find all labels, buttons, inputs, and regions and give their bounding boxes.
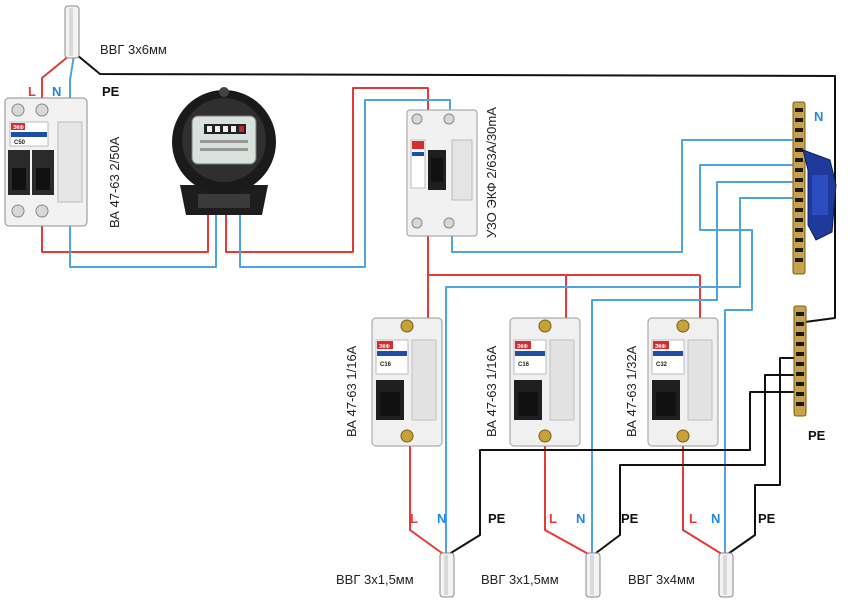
main-breaker-label: ВА 47-63 2/50А	[107, 136, 122, 228]
b1-rating-mark: C16	[380, 362, 392, 368]
c3-pe-label: PE	[758, 511, 776, 526]
wire-n-c3	[699, 164, 797, 555]
input-n-label: N	[52, 84, 61, 99]
c2-pe-label: PE	[621, 511, 639, 526]
output-cable-2	[585, 552, 601, 598]
b2-rating-mark: C16	[518, 362, 530, 368]
wire-pe-c1	[445, 391, 797, 557]
b3-rating-mark: C32	[656, 362, 668, 368]
wire-pe-c2	[591, 374, 797, 557]
cable-1-label: ВВГ 3х1,5мм	[336, 572, 414, 587]
main-rating-mark: C50	[14, 140, 26, 146]
main-brand-mark: ЭКФ	[13, 125, 25, 131]
cable-2-label: ВВГ 3х1,5мм	[481, 572, 559, 587]
cable-3-label: ВВГ 3х4мм	[628, 572, 695, 587]
n-bus-label: N	[814, 109, 823, 124]
wire-pe-main	[76, 54, 836, 323]
n-busbar	[792, 101, 837, 275]
c2-l-label: L	[549, 511, 557, 526]
breaker-3-device: ЭКФ C32	[647, 317, 719, 447]
wire-l-meter-rcd	[225, 87, 429, 253]
pe-busbar	[793, 305, 807, 417]
c1-l-label: L	[410, 511, 418, 526]
c1-n-label: N	[437, 511, 446, 526]
wire-n-rcd-bus	[451, 139, 797, 253]
wire-n-c2	[591, 181, 797, 555]
wire-l-b2-out	[544, 440, 593, 557]
rcd-label: УЗО ЭКФ 2/63А/30mA	[484, 107, 499, 238]
electricity-meter	[172, 87, 276, 215]
wire-l-b3-out	[682, 440, 726, 557]
pe-bus-label: PE	[808, 428, 826, 443]
breaker-1-label: ВА 47-63 1/16А	[344, 345, 359, 437]
c1-pe-label: PE	[488, 511, 506, 526]
wire-l-b1-out	[409, 440, 447, 557]
output-cable-1	[439, 552, 455, 598]
rcd-device	[406, 109, 478, 237]
input-cable-label: ВВГ 3х6мм	[100, 42, 167, 57]
input-l-label: L	[28, 84, 36, 99]
wire-l-breaker-meter	[41, 212, 209, 253]
c3-l-label: L	[689, 511, 697, 526]
main-breaker: ЭКФ C50	[4, 97, 88, 227]
wire-n-breaker-meter	[69, 212, 217, 268]
wire-n-meter-rcd	[239, 99, 451, 268]
breaker-2-label: ВА 47-63 1/16А	[484, 345, 499, 437]
input-cable	[64, 5, 80, 59]
wire-n-c1	[445, 197, 797, 555]
wire-l-rcd-out	[427, 235, 700, 276]
b3-brand-mark: ЭКФ	[655, 344, 667, 350]
b1-brand-mark: ЭКФ	[379, 344, 391, 350]
b2-brand-mark: ЭКФ	[517, 344, 529, 350]
input-pe-label: PE	[102, 84, 120, 99]
wire-pe-c3	[724, 357, 797, 557]
output-cable-3	[718, 552, 734, 598]
breaker-3-label: ВА 47-63 1/32А	[624, 345, 639, 437]
breaker-1-device: ЭКФ C16	[371, 317, 443, 447]
c2-n-label: N	[576, 511, 585, 526]
c3-n-label: N	[711, 511, 720, 526]
wires	[41, 54, 836, 557]
breaker-2-device: ЭКФ C16	[509, 317, 581, 447]
